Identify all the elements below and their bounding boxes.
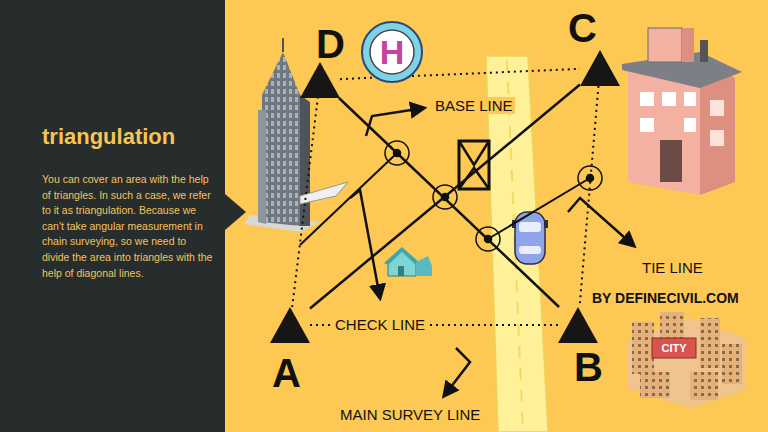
skyscraper-icon	[244, 38, 348, 232]
station-triangle	[270, 307, 310, 343]
car-icon	[544, 220, 548, 228]
panel-title: triangulation	[42, 124, 175, 149]
base-line-label: BASE LINE	[433, 97, 515, 114]
house-icon	[384, 247, 420, 265]
panel-body: You can cover an area with the help of t…	[42, 172, 214, 281]
station-letter: B	[574, 347, 603, 387]
city-blocks-icon	[722, 344, 742, 384]
station-points	[587, 175, 594, 182]
skyscraper-icon	[282, 38, 284, 52]
callout-arrows	[350, 190, 380, 298]
building-icon	[640, 92, 654, 106]
station-d: D	[300, 62, 340, 98]
station-points	[578, 166, 602, 190]
helipad-ring	[362, 22, 422, 82]
tie-line-label: TIE LINE	[640, 259, 705, 276]
building-icon	[710, 100, 724, 116]
diagonal-line	[310, 85, 580, 309]
survey-offset-lines	[300, 153, 397, 245]
building-icon	[622, 28, 742, 195]
house-icon	[416, 256, 432, 276]
building-icon	[662, 92, 676, 106]
station-a: A	[270, 307, 310, 343]
city-blocks-icon	[628, 312, 745, 408]
station-letter: A	[272, 353, 301, 393]
station-c: C	[580, 50, 620, 86]
helipad-circle: H	[361, 21, 423, 83]
city-blocks-icon	[652, 338, 696, 358]
box-icon	[459, 141, 489, 165]
diagonal-line	[339, 98, 559, 307]
station-triangle	[558, 307, 598, 343]
survey-offset-lines	[488, 178, 590, 239]
side-panel	[225, 194, 246, 230]
skyscraper-icon	[300, 182, 348, 204]
city-blocks-icon	[690, 372, 718, 400]
station-triangle	[558, 307, 598, 343]
main-survey-line	[580, 86, 599, 307]
station-letter: D	[316, 24, 345, 64]
side-panel	[0, 0, 225, 432]
building-icon	[682, 28, 694, 62]
car-icon	[519, 246, 541, 254]
side-panel	[0, 0, 246, 432]
city-blocks-icon	[628, 318, 745, 408]
building-icon	[684, 92, 696, 106]
station-triangle	[300, 62, 340, 98]
callout-arrows	[350, 108, 634, 396]
main-survey-line	[292, 98, 318, 307]
car-icon	[519, 222, 541, 232]
station-triangle	[300, 62, 340, 98]
skyscraper-icon	[262, 52, 300, 226]
station-triangle	[580, 50, 620, 86]
city-blocks-icon	[700, 318, 720, 368]
house-icon	[384, 247, 432, 276]
city-blocks-icon	[632, 322, 654, 374]
main-survey-line-label: MAIN SURVEY LINE	[338, 406, 482, 423]
building-icon	[640, 118, 654, 132]
building-icon	[648, 28, 682, 62]
callout-arrows	[444, 348, 470, 396]
helipad-letter: H	[380, 35, 405, 69]
building-icon	[684, 118, 696, 132]
house-icon	[388, 250, 416, 276]
car-icon	[512, 212, 548, 264]
building-icon	[700, 40, 708, 62]
callout-arrows	[568, 198, 634, 246]
skyscraper-icon	[258, 110, 266, 224]
station-triangle	[270, 307, 310, 343]
city-blocks-icon	[640, 372, 670, 398]
building-icon	[660, 140, 682, 182]
helipad-pad	[370, 30, 414, 74]
check-line-label: CHECK LINE	[333, 316, 427, 333]
station-triangle	[580, 50, 620, 86]
station-letter: C	[568, 8, 597, 48]
city-sign: CITY	[661, 342, 686, 355]
building-icon	[710, 130, 724, 146]
house-icon	[398, 266, 404, 276]
watermark: BY DEFINECIVIL.COM	[590, 290, 741, 306]
station-b: B	[558, 307, 598, 343]
